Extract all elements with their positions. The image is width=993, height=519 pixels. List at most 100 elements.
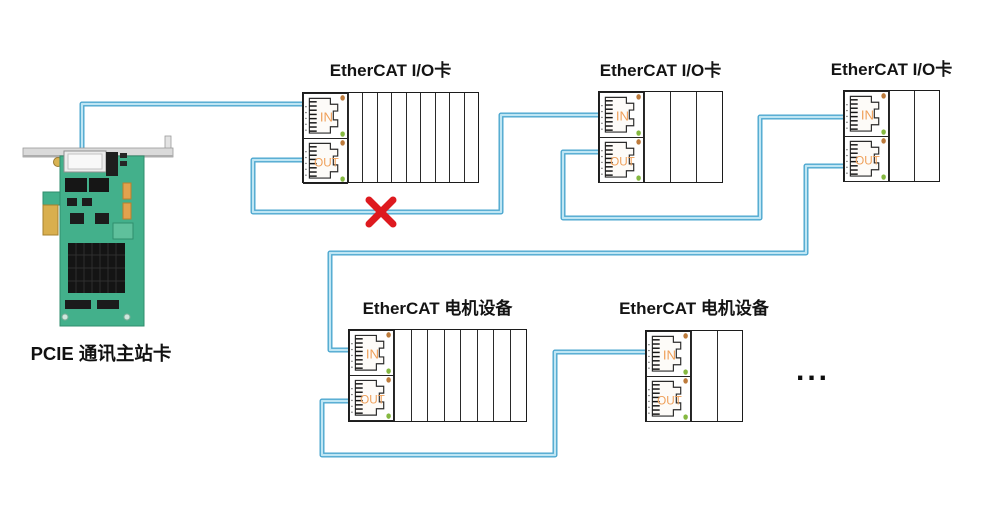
port-label: IN [320, 109, 333, 124]
device-title-motor-2: EtherCAT 电机设备 [619, 299, 769, 318]
rj45-pins [355, 338, 363, 369]
rj45-jack-outline [651, 380, 682, 417]
port-column: IN OUT [303, 93, 348, 184]
port-label: OUT [360, 393, 385, 406]
slot [348, 93, 362, 182]
rj45-jack-outline [354, 334, 385, 371]
dotted-guide [648, 388, 650, 414]
ic-chip [67, 198, 77, 206]
port-label: IN [366, 346, 379, 361]
slot [914, 91, 939, 181]
rj45-pins [850, 144, 858, 175]
port-label: IN [861, 107, 874, 122]
rj45-port-in-motor-1: IN [349, 330, 394, 376]
slot [434, 93, 449, 182]
slot [427, 330, 444, 421]
slot [420, 93, 434, 182]
slot [476, 330, 494, 421]
slot-rack [691, 331, 742, 421]
slot [391, 93, 405, 182]
rj45-port-in-io-card-2: IN [599, 92, 644, 138]
dotted-guide [305, 106, 307, 131]
slot [410, 330, 428, 421]
rj45-port-in-io-card-3: IN [844, 91, 889, 137]
slot [443, 330, 461, 421]
rj45-jack-outline [308, 142, 339, 179]
rj45-jack-outline [308, 97, 339, 134]
led-green-icon [683, 369, 688, 375]
port-label: OUT [610, 155, 635, 168]
led-orange-icon [340, 95, 345, 101]
bracket-flange [164, 135, 172, 150]
rj45-jack-outline [651, 335, 682, 372]
slot [449, 93, 463, 182]
pin-header [97, 300, 119, 309]
dotted-guide [351, 388, 353, 413]
slot [362, 93, 376, 182]
pin-header-orange [122, 182, 132, 200]
transformer-chip [89, 178, 109, 192]
small-part [120, 161, 127, 166]
rj45-pins [605, 100, 613, 131]
pin-header-orange [122, 202, 132, 220]
device-title-io-card-2: EtherCAT I/O卡 [599, 61, 722, 80]
port-label: IN [663, 347, 676, 362]
ic-chip [95, 213, 109, 224]
device-title-io-card-3: EtherCAT I/O卡 [830, 60, 953, 79]
pcb-pad [112, 222, 134, 240]
led-orange-icon [340, 140, 345, 146]
rj45-pins [309, 101, 317, 132]
slot [644, 92, 670, 182]
port-label: OUT [314, 156, 339, 169]
slot [670, 92, 696, 182]
device-title-io-card-1: EtherCAT I/O卡 [329, 61, 452, 80]
pcie-master-card [22, 135, 174, 327]
slot [463, 93, 478, 182]
led-orange-icon [386, 332, 391, 338]
rj45-pins [355, 383, 363, 414]
dotted-guide [305, 150, 307, 176]
rj45-pins [652, 384, 660, 415]
heatsink [68, 243, 125, 293]
rj45-port-out-motor-2: OUT [646, 376, 691, 422]
rj45-pins [850, 99, 858, 130]
device-motor-1: IN OUT [348, 329, 527, 422]
slot [696, 92, 722, 182]
slot [691, 331, 717, 421]
rj45-jack-outline [849, 95, 880, 132]
led-green-icon [881, 129, 886, 135]
slot-rack [889, 91, 939, 181]
led-orange-icon [636, 94, 641, 100]
dotted-guide [648, 344, 650, 369]
led-orange-icon [881, 138, 886, 144]
rj45-port-out-io-card-1: OUT [303, 138, 348, 184]
led-green-icon [340, 131, 345, 137]
led-orange-icon [386, 377, 391, 383]
device-title-motor-1: EtherCAT 电机设备 [362, 299, 513, 318]
led-orange-icon [881, 93, 886, 99]
slot [716, 331, 743, 421]
ic-chip [70, 213, 84, 224]
dotted-guide [601, 149, 603, 175]
rj45-port-in-motor-2: IN [646, 331, 691, 377]
device-io-card-1: IN OUT [302, 92, 479, 184]
error-cross-icon [365, 196, 397, 228]
led-orange-icon [683, 333, 688, 339]
rj45-port-out-motor-1: OUT [349, 376, 394, 421]
black-module [106, 152, 118, 176]
device-motor-2: IN OUT [645, 330, 743, 422]
slot [376, 93, 391, 182]
port-label: IN [616, 108, 629, 123]
rj45-shield-inner [67, 153, 103, 170]
slot [889, 91, 914, 181]
pcie-gold-fingers [42, 204, 59, 236]
cable-io3-to-motor1 [327, 163, 854, 353]
dotted-guide [601, 105, 603, 130]
rj45-port-out-io-card-2: OUT [599, 137, 644, 183]
device-io-card-2: IN OUT [598, 91, 723, 183]
rj45-jack-outline [604, 96, 635, 133]
dotted-guide [846, 148, 848, 174]
port-label: OUT [657, 394, 682, 407]
slot-rack [348, 93, 478, 182]
